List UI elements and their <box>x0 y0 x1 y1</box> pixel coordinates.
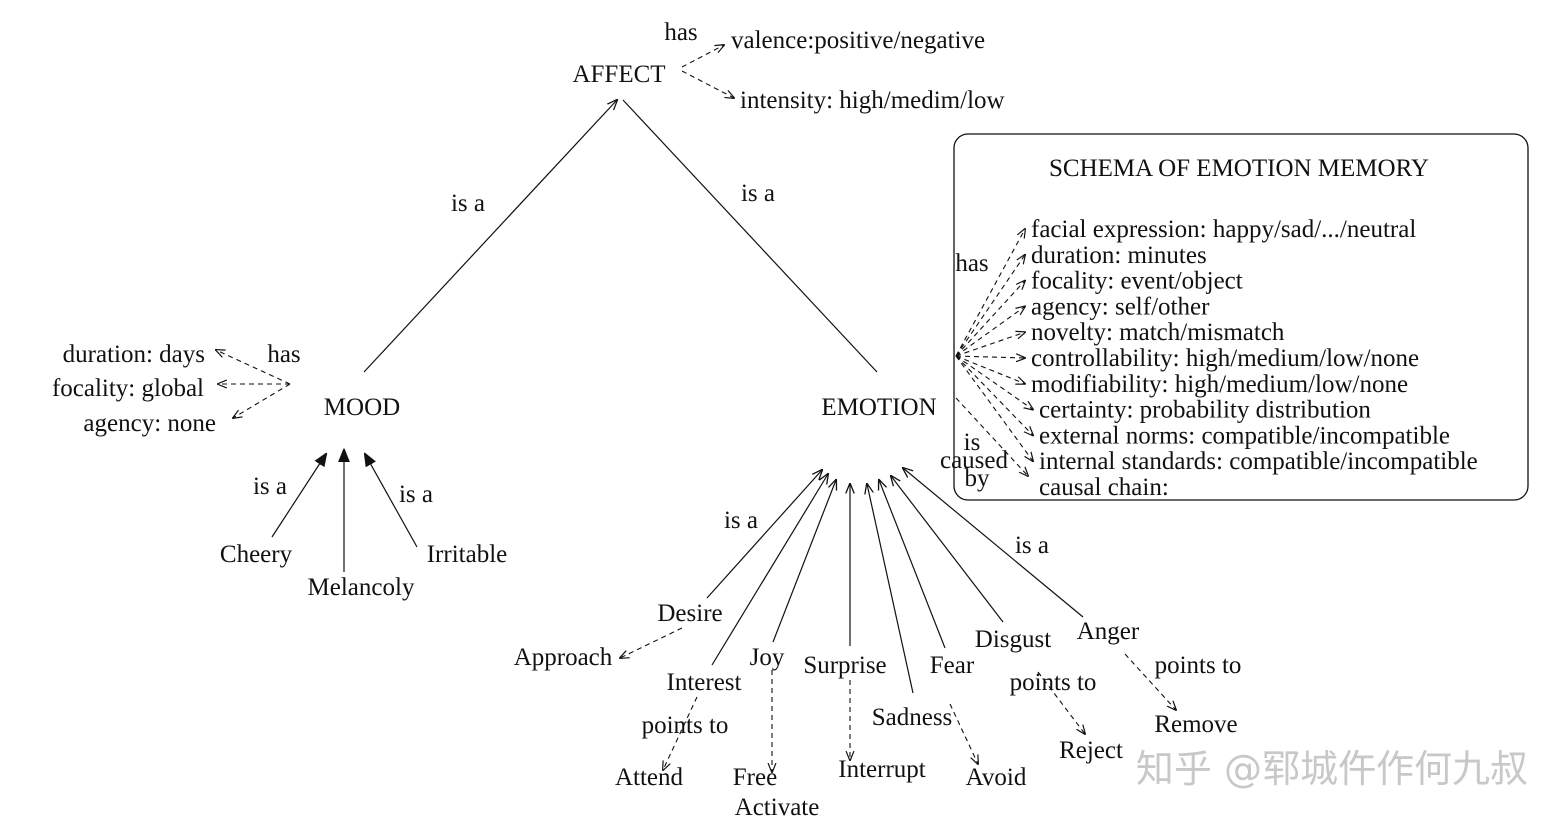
schema-attribute-arrow <box>955 306 1025 357</box>
edge-affect-intensity <box>681 70 734 98</box>
node-surprise: Surprise <box>803 652 886 679</box>
schema-attribute-arrow <box>955 355 1033 410</box>
affect-attr-intensity: intensity: high/medim/low <box>740 87 1005 114</box>
mood-attr-focality: focality: global <box>52 375 204 402</box>
label-is: is <box>964 429 981 456</box>
label-affect-has: has <box>664 19 697 46</box>
label-caused: caused <box>940 447 1009 474</box>
edge-emotion-affect <box>622 99 878 373</box>
node-remove: Remove <box>1154 711 1237 738</box>
node-avoid: Avoid <box>966 764 1027 791</box>
schema-attribute: causal chain: <box>1039 474 1169 501</box>
node-sadness: Sadness <box>872 704 953 731</box>
node-melancoly: Melancoly <box>308 574 415 601</box>
schema-attribute: internal standards: compatible/incompati… <box>1039 448 1478 475</box>
edge-fear-emotion <box>879 480 946 649</box>
edge-disgust-emotion <box>891 476 1004 623</box>
watermark: 知乎 @郓城仵作何九叔 <box>1136 747 1528 791</box>
schema-attributes: facial expression: happy/sad/.../neutral… <box>1031 216 1478 501</box>
schema-attribute: facial expression: happy/sad/.../neutral <box>1031 216 1416 243</box>
schema-attribute: modifiability: high/medium/low/none <box>1031 371 1408 398</box>
label-emotion-isa: is a <box>741 180 775 207</box>
schema-attribute-arrow <box>955 255 1025 357</box>
label-irritable-isa: is a <box>399 481 433 508</box>
label-interest-points-to: points to <box>642 712 729 739</box>
node-fear: Fear <box>930 652 975 679</box>
schema-attribute: certainty: probability distribution <box>1039 397 1371 424</box>
schema-attribute-arrow <box>955 229 1025 357</box>
node-free: Free <box>733 764 777 791</box>
schema-attribute-arrow <box>955 355 1025 384</box>
schema-attribute-arrow <box>955 355 1033 435</box>
edge-disgust-reject <box>1037 671 1085 734</box>
node-affect: AFFECT <box>572 61 665 88</box>
node-mood: MOOD <box>324 394 400 421</box>
label-by: by <box>965 465 991 492</box>
label-emotion-has: has <box>955 250 988 277</box>
label-mood-isa: is a <box>451 190 485 217</box>
schema-attribute: focality: event/object <box>1031 268 1243 295</box>
schema-attribute: duration: minutes <box>1031 242 1207 269</box>
schema-attribute-arrow <box>955 356 1025 358</box>
schema-attribute: agency: self/other <box>1031 293 1210 320</box>
node-disgust: Disgust <box>975 626 1051 653</box>
schema-box <box>953 133 1529 501</box>
edge-anger-emotion <box>903 468 1084 618</box>
label-desire-isa: is a <box>724 507 758 534</box>
node-activate: Activate <box>735 794 820 821</box>
label-mood-has: has <box>267 341 300 368</box>
node-anger: Anger <box>1077 618 1140 645</box>
affect-attr-valence: valence:positive/negative <box>731 27 985 54</box>
mood-attr-agency: agency: none <box>83 410 216 437</box>
node-attend: Attend <box>615 764 684 791</box>
schema-attribute: controllability: high/medium/low/none <box>1031 345 1419 372</box>
label-anger-points-to: points to <box>1155 652 1242 679</box>
schema-attribute: external norms: compatible/incompatible <box>1039 422 1450 449</box>
node-emotion: EMOTION <box>821 394 936 421</box>
edge-interest-attend <box>663 696 698 770</box>
schema-attribute-arrow <box>955 281 1025 357</box>
edge-mood-agency <box>233 383 291 418</box>
edge-mood-duration <box>216 350 291 385</box>
edge-joy-emotion <box>772 480 836 643</box>
edge-interest-emotion <box>711 474 828 666</box>
schema-attribute-arrows <box>955 229 1033 461</box>
schema-attribute-arrow <box>955 332 1025 357</box>
schema-attribute: novelty: match/mismatch <box>1031 319 1285 346</box>
schema-title: SCHEMA OF EMOTION MEMORY <box>1049 155 1429 182</box>
node-irritable: Irritable <box>427 541 508 568</box>
edge-anger-remove <box>1124 653 1176 710</box>
edge-sadness-avoid <box>949 703 978 764</box>
node-interrupt: Interrupt <box>838 756 926 783</box>
edge-desire-approach <box>620 627 683 658</box>
node-joy: Joy <box>750 644 785 671</box>
node-interest: Interest <box>667 669 742 696</box>
label-anger-isa: is a <box>1015 532 1049 559</box>
label-cheery-isa: is a <box>253 473 287 500</box>
edge-mood-affect <box>363 100 617 373</box>
edge-sadness-emotion <box>867 484 914 694</box>
label-disgust-points-to: points to <box>1010 669 1097 696</box>
edge-irritable-mood <box>365 454 418 548</box>
node-approach: Approach <box>514 644 613 671</box>
edge-cheery-mood <box>271 454 326 538</box>
node-reject: Reject <box>1059 737 1123 764</box>
edge-desire-emotion <box>706 470 822 599</box>
schema-attribute-arrow <box>955 355 1033 461</box>
edge-affect-valence <box>681 45 724 68</box>
node-desire: Desire <box>657 600 722 627</box>
node-cheery: Cheery <box>220 541 293 568</box>
mood-attr-duration: duration: days <box>63 341 205 368</box>
